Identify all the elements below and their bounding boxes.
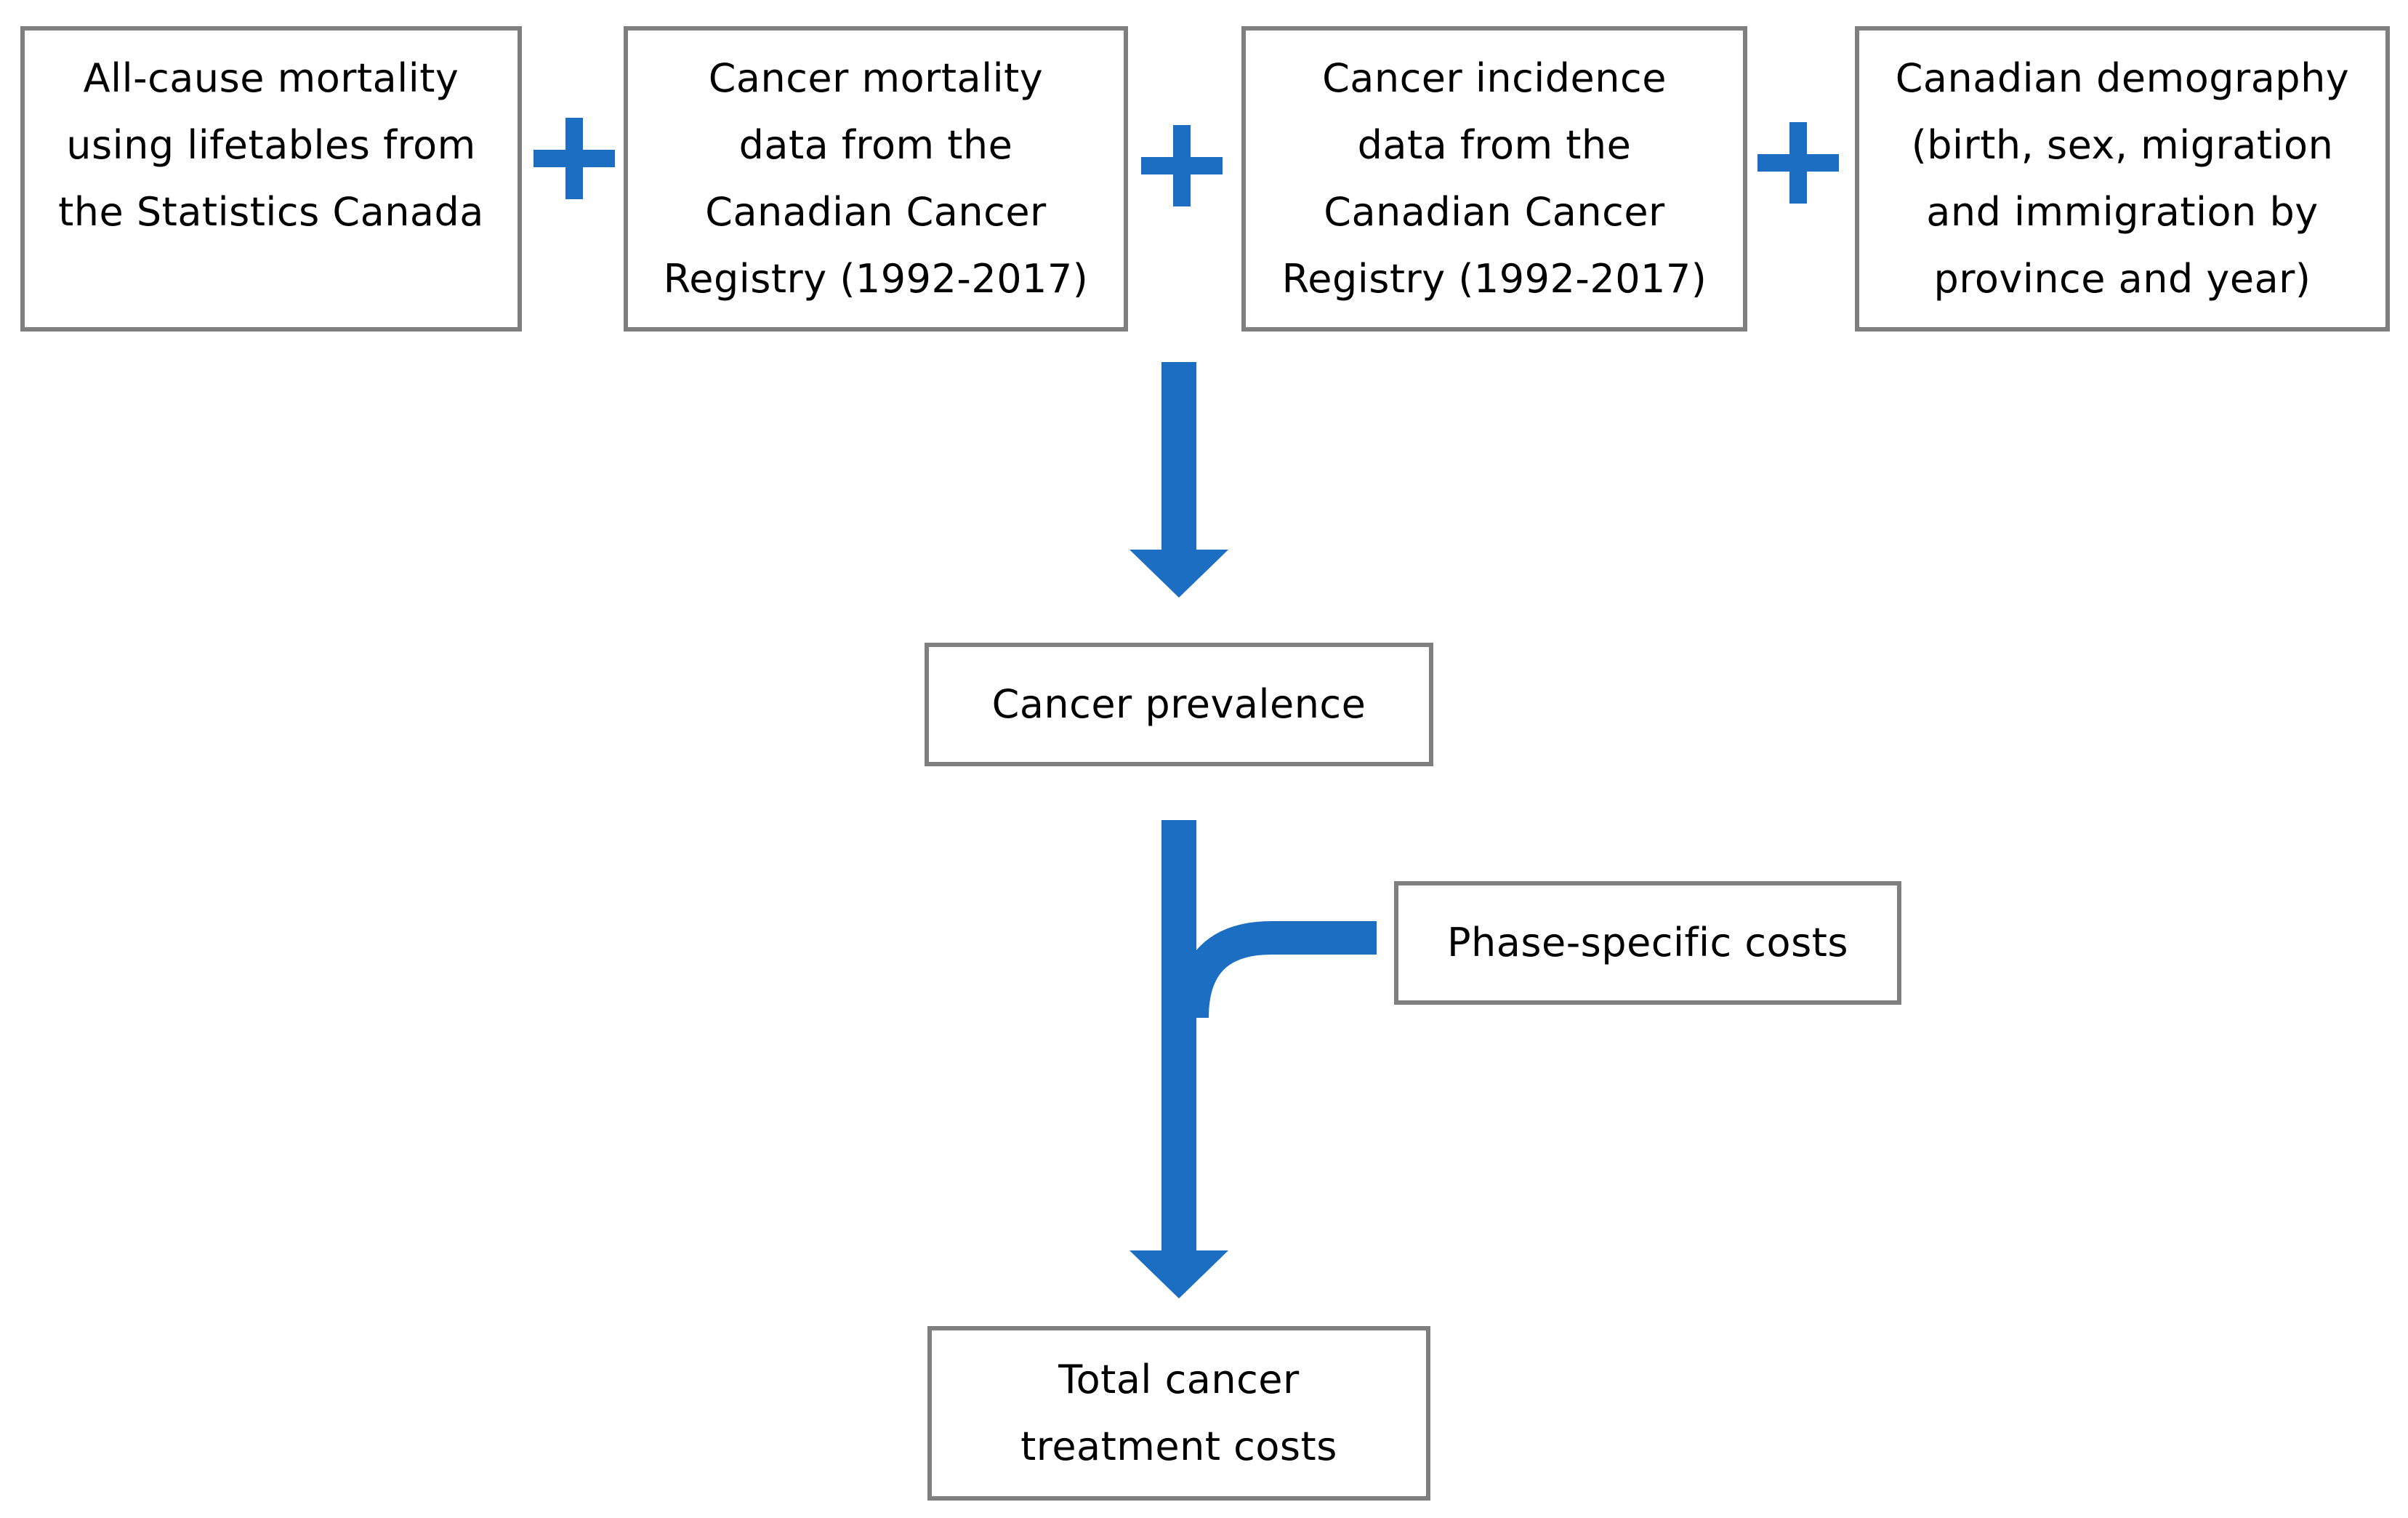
box-text-line: province and year) xyxy=(1933,256,2311,302)
box-text-line: Canadian Cancer xyxy=(705,189,1047,235)
plus-icon xyxy=(1757,122,1839,204)
phase-specific-costs-box: Phase-specific costs xyxy=(1394,881,1901,1005)
box-text-line: Cancer incidence xyxy=(1322,55,1667,101)
box-text-line: data from the xyxy=(738,122,1013,168)
box-text-line: Phase-specific costs xyxy=(1446,920,1849,965)
box-text-line: Canadian Cancer xyxy=(1324,189,1665,235)
box-text-line: (birth, sex, migration xyxy=(1911,122,2334,168)
box-text-line: the Statistics Canada xyxy=(58,189,484,235)
box-text-line: Canadian demography xyxy=(1895,55,2350,101)
box-text-line: using lifetables from xyxy=(66,122,476,168)
box-text-line: and immigration by xyxy=(1926,189,2319,235)
input-box-cancer-mortality: Cancer mortality data from the Canadian … xyxy=(624,26,1128,332)
box-text-line: Cancer mortality xyxy=(708,55,1044,101)
merge-arrow-icon xyxy=(1129,820,1377,1298)
input-box-cancer-incidence: Cancer incidence data from the Canadian … xyxy=(1241,26,1747,332)
total-treatment-costs-box: Total cancer treatment costs xyxy=(927,1326,1430,1501)
box-text-line: All-cause mortality xyxy=(83,55,459,101)
plus-icon xyxy=(533,118,615,199)
box-text-line: data from the xyxy=(1357,122,1632,168)
box-text-line: treatment costs xyxy=(1020,1423,1337,1469)
cancer-prevalence-box: Cancer prevalence xyxy=(925,643,1433,766)
down-arrow-icon xyxy=(1129,362,1228,598)
input-box-all-cause-mortality: All-cause mortality using lifetables fro… xyxy=(20,26,522,332)
box-text-line: Cancer prevalence xyxy=(991,681,1366,727)
plus-icon xyxy=(1141,125,1223,206)
box-text-line: Registry (1992-2017) xyxy=(1281,256,1707,302)
box-text-line: Total cancer xyxy=(1058,1357,1300,1402)
box-text-line: Registry (1992-2017) xyxy=(663,256,1089,302)
input-box-canadian-demography: Canadian demography (birth, sex, migrati… xyxy=(1855,26,2390,332)
